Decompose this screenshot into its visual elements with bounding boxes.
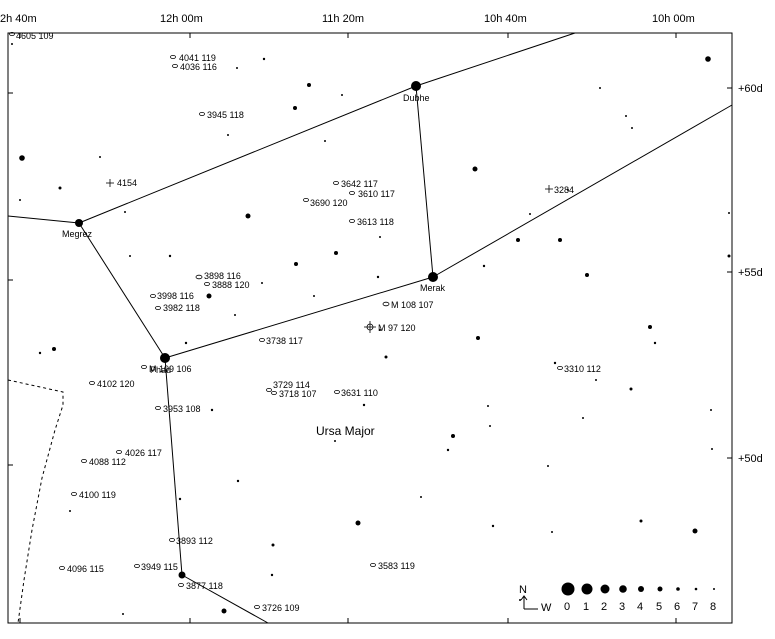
star-label-merak: Merak	[420, 283, 446, 293]
dso-label: 4102 120	[97, 379, 135, 389]
star-phad	[160, 353, 170, 363]
star-label-megrez: Megrez	[62, 229, 93, 239]
faint-stars	[11, 43, 731, 615]
dso-label: 3718 107	[279, 389, 317, 399]
dso-label: 3610 117	[358, 189, 395, 199]
ra-label-10h00m: 10h 00m	[652, 13, 695, 25]
ra-label-10h40m: 10h 40m	[484, 13, 527, 25]
dso-label: 4036 116	[180, 62, 217, 72]
compass-west-label: W	[541, 602, 552, 614]
star-megrez	[75, 219, 83, 227]
dso-label: 3642 117	[341, 179, 378, 189]
magnitude-label: 7	[692, 601, 698, 613]
star-label-phad: Phad	[150, 365, 171, 375]
magnitude-label: 6	[674, 601, 680, 613]
magnitude-scale-labels: 0 1 2 3 4 5 6 7 8	[564, 601, 716, 613]
dso-label: 4088 112	[89, 457, 126, 467]
map-frame	[7, 32, 733, 624]
dso-label: 3726 109	[262, 603, 300, 613]
dso-label: 3583 119	[378, 561, 415, 571]
dso-label: 4605 109	[16, 31, 54, 41]
dso-label: 4154	[117, 178, 137, 188]
star-alkaid-branch	[178, 571, 186, 579]
dso-label: 3729 114	[273, 380, 310, 390]
dso-label: 3888 120	[212, 280, 250, 290]
dso-label: 3877 118	[186, 581, 223, 591]
magnitude-scale-icons	[561, 582, 715, 596]
magnitude-label: 5	[656, 601, 662, 613]
dso-label: 3613 118	[357, 217, 394, 227]
dso-label: 4041 119	[179, 53, 216, 63]
dec-label-55: +55d	[738, 267, 763, 279]
magnitude-label: 1	[583, 601, 589, 613]
ra-label-12h00m: 12h 00m	[160, 13, 203, 25]
star-dubhe	[411, 81, 421, 91]
dso-label: 3998 116	[157, 291, 194, 301]
dso-label: 4096 115	[67, 564, 104, 574]
magnitude-label: 3	[619, 601, 625, 613]
medium-stars	[19, 56, 711, 614]
dso-label: M 97 120	[378, 323, 416, 333]
constellation-boundary	[7, 379, 64, 624]
dso-label: 4026 117	[125, 448, 162, 458]
planetary-nebula-symbol	[364, 321, 376, 333]
dso-label: 3738 117	[266, 336, 303, 346]
dso-label: M 108 107	[391, 300, 434, 310]
cross-markers	[106, 179, 553, 193]
ra-label-11h20m: 11h 20m	[322, 13, 364, 25]
dec-ticks	[8, 87, 732, 466]
star-label-dubhe: Dubhe	[403, 93, 430, 103]
star-merak	[428, 272, 438, 282]
compass-icon	[520, 595, 538, 610]
dso-label: 3982 118	[163, 303, 200, 313]
ra-ticks	[19, 33, 677, 623]
dso-label: 3284	[554, 185, 574, 195]
magnitude-label: 2	[601, 601, 607, 613]
dso-label: 3945 118	[207, 110, 244, 120]
magnitude-label: 8	[710, 601, 716, 613]
compass-north-label: N	[519, 584, 527, 596]
magnitude-label: 0	[564, 601, 570, 613]
bright-stars	[75, 81, 438, 579]
dso-label: 4100 119	[79, 490, 116, 500]
dec-label-50: +50d	[738, 453, 763, 465]
dec-label-60: +60d	[738, 83, 763, 95]
dso-labels: 4605 109 4041 119 4036 116 3945 118 4154…	[16, 31, 601, 613]
dso-label: 3310 112	[564, 364, 601, 374]
dso-label: 3949 115	[141, 562, 178, 572]
ra-label-2h40m: 2h 40m	[0, 13, 37, 25]
dso-label: 3898 116	[204, 271, 241, 281]
galaxy-symbols	[9, 32, 563, 610]
magnitude-label: 4	[637, 601, 643, 613]
dso-label: 3893 112	[176, 536, 213, 546]
dso-label: 3953 108	[163, 404, 201, 414]
constellation-lines	[7, 32, 733, 624]
dso-label: M 109 106	[149, 364, 192, 374]
dso-label: 3690 120	[310, 198, 348, 208]
dso-label: 3631 110	[341, 388, 378, 398]
constellation-name: Ursa Major	[316, 424, 375, 438]
